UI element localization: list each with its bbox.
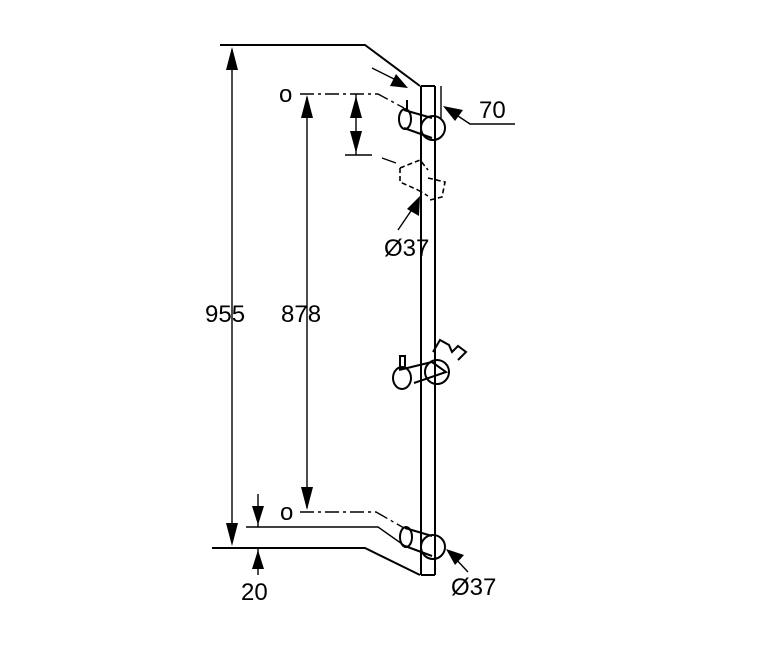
leader-diameter-lower (446, 549, 469, 573)
top-center-marker: o (279, 81, 292, 108)
adjustment-range (350, 96, 362, 153)
bottom-center-marker: o (280, 499, 293, 526)
leader-top-bracket (371, 67, 408, 88)
leader-diameter-upper (397, 196, 420, 231)
dimension-20 (252, 494, 264, 575)
leader-70 (440, 86, 515, 125)
top-wall-bracket (398, 100, 446, 141)
mounting-distance-label: 878 (281, 301, 321, 328)
rail (420, 85, 436, 576)
dimension-878 (301, 95, 313, 510)
bracket-alternate-position (399, 159, 446, 201)
bottom-offset-label: 20 (241, 579, 268, 606)
handshower-holder (392, 338, 468, 390)
bottom-wall-bracket (399, 526, 446, 560)
dimension-955 (226, 47, 238, 546)
upper-clamp-diameter-label: Ø37 (384, 235, 429, 262)
total-height-label: 955 (205, 301, 245, 328)
top-depth-label: 70 (479, 97, 506, 124)
lower-clamp-diameter-label: Ø37 (451, 574, 496, 601)
